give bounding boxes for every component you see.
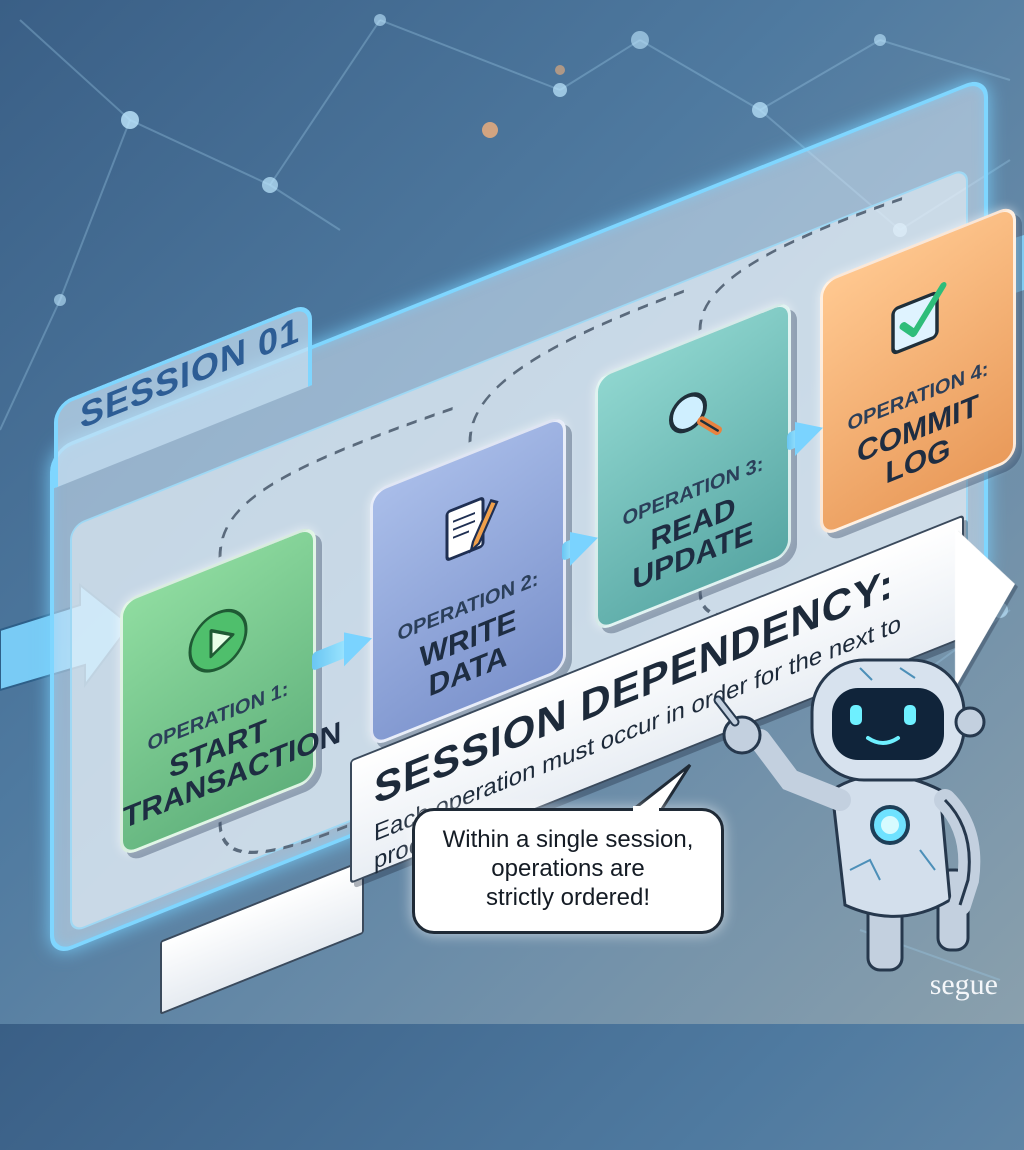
play-icon — [183, 592, 253, 690]
checkbox-icon — [883, 272, 953, 370]
speech-bubble: Within a single session, operations are … — [412, 808, 724, 934]
magnifier-icon — [658, 367, 728, 465]
speech-bubble-text: Within a single session, operations are … — [442, 826, 694, 911]
operation-card-1[interactable]: OPERATION 1: START TRANSACTION — [120, 523, 341, 858]
operation-card-4[interactable]: OPERATION 4: COMMIT LOG — [820, 203, 1016, 538]
session-panel-group: SESSION 01 OPERATION 1: — [50, 74, 1016, 1150]
document-pen-icon — [433, 482, 503, 580]
watermark-logo: segue — [929, 968, 998, 1001]
operation-card-3[interactable]: OPERATION 3: READ UPDATE — [595, 298, 791, 633]
operation-card-2[interactable]: OPERATION 2: WRITE DATA — [370, 413, 566, 748]
dashed-arrow-2-to-3 — [468, 287, 691, 443]
banner-arrow-head — [955, 504, 1015, 688]
dashed-arrow-1-to-2 — [218, 404, 461, 558]
dashed-arrow-1-to-2-return — [218, 774, 461, 854]
